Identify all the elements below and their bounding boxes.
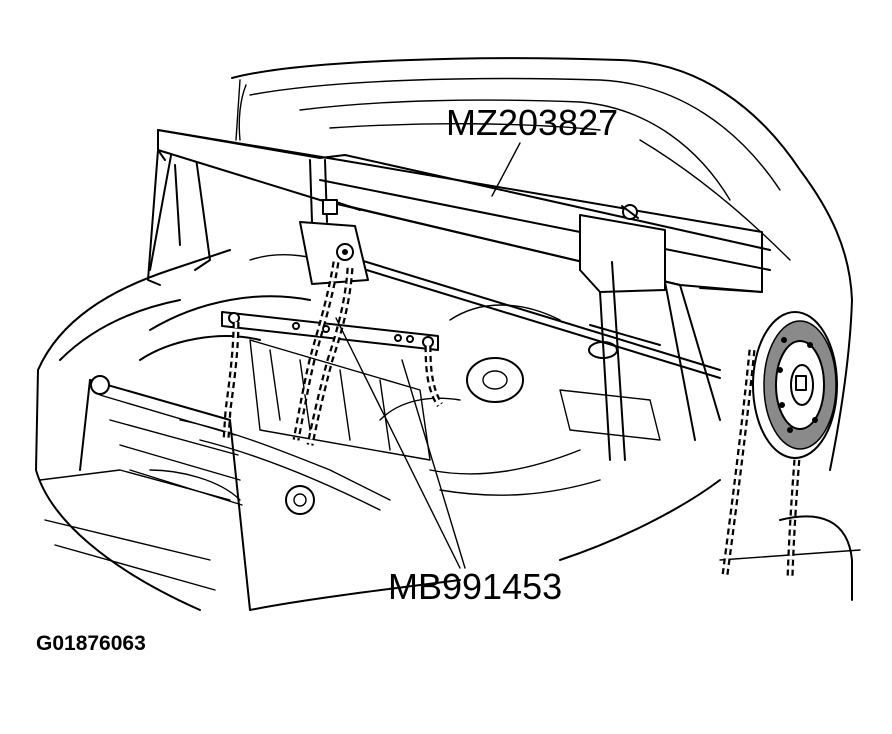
leader-line-bottom-2 — [335, 317, 461, 569]
engine-support-bar — [147, 129, 771, 461]
leader-lines — [335, 142, 521, 569]
engine — [139, 254, 661, 511]
callout-tool-mb991453: MB991453 — [388, 566, 563, 607]
raised-hood — [231, 57, 853, 301]
vehicle-body — [35, 249, 861, 611]
callout-tool-mz203827: MZ203827 — [446, 102, 619, 143]
leader-line-bottom-1 — [401, 359, 466, 569]
figure-id: G01876063 — [36, 632, 146, 655]
leader-line-top — [491, 142, 521, 197]
lifting-bracket — [221, 311, 439, 351]
chain-wheel — [752, 311, 838, 459]
chains — [222, 261, 804, 579]
radiator-support — [79, 375, 315, 611]
